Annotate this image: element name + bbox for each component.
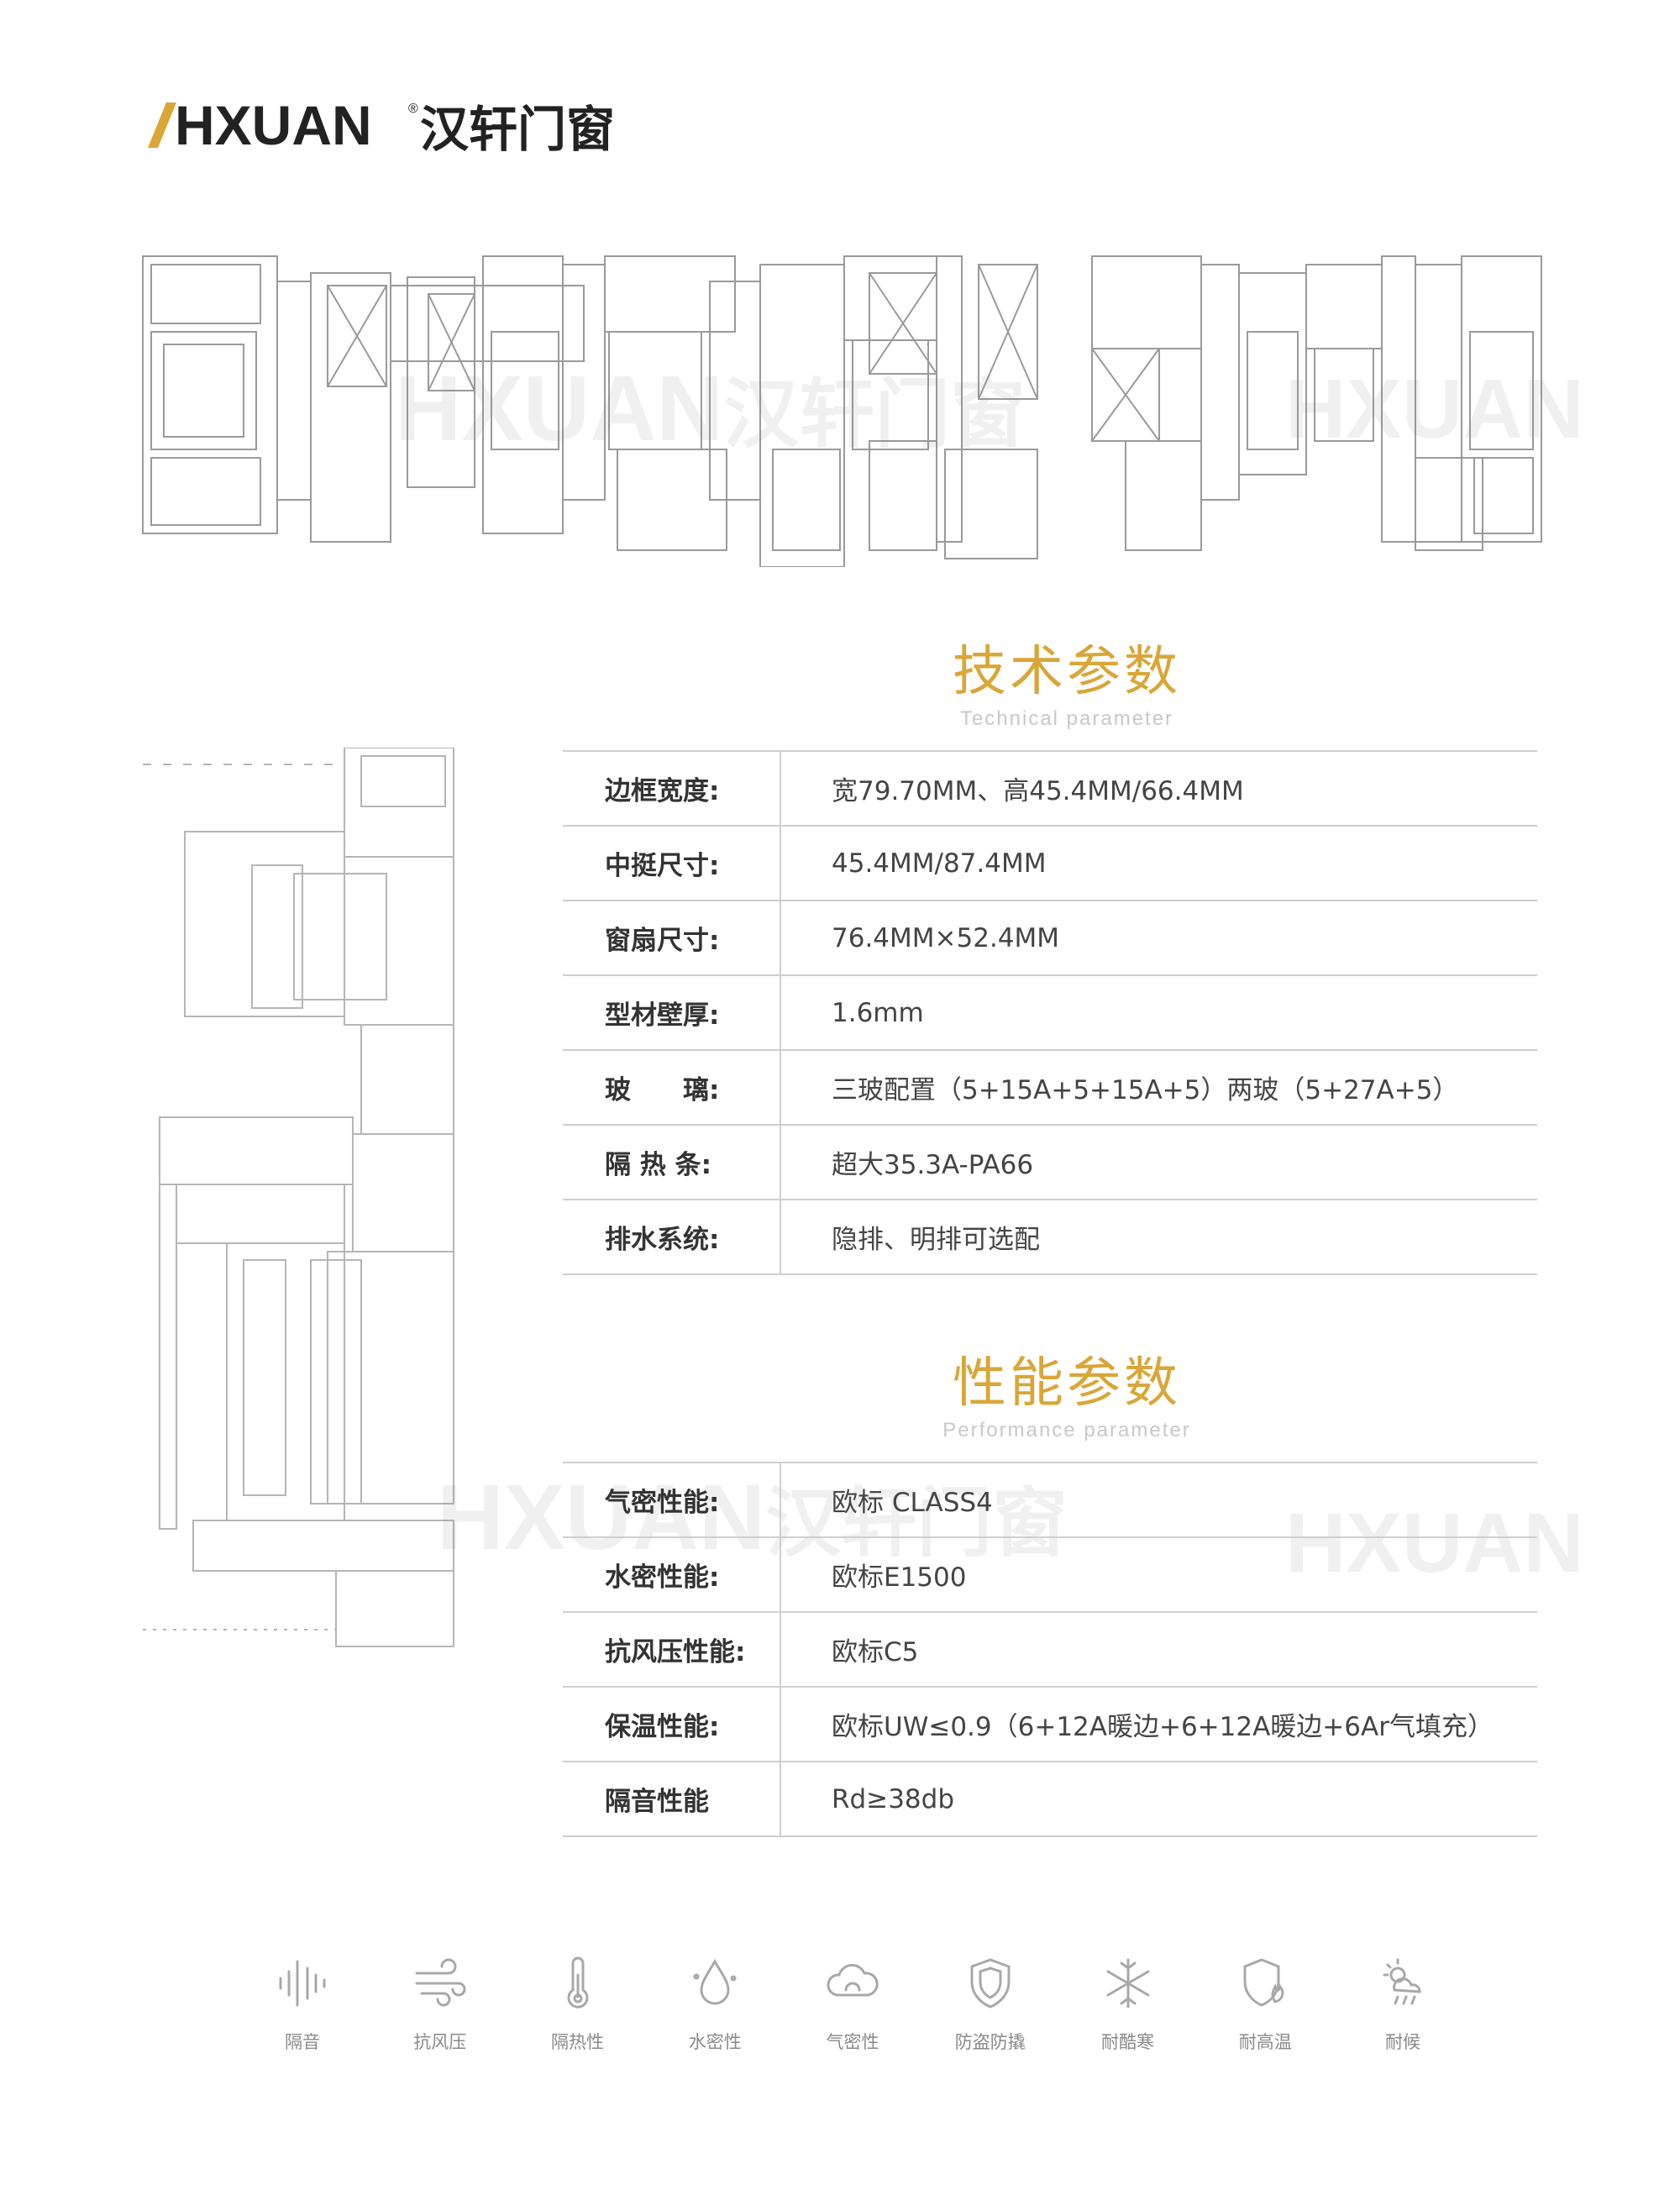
- row-value: 1.6mm: [832, 997, 924, 1028]
- row-label: 隔 热 条:: [563, 1126, 781, 1199]
- row-value: 隐排、明排可选配: [832, 1225, 1040, 1255]
- registered-mark: ®: [408, 102, 418, 116]
- row-value: 三玻配置（5+15A+5+15A+5）两玻（5+27A+5）: [832, 1075, 1459, 1105]
- row-label: 中挺尺寸:: [563, 827, 781, 900]
- row-value: 欧标E1500: [832, 1562, 967, 1593]
- row-label: 玻 璃:: [563, 1051, 781, 1124]
- feature-label: 隔音: [285, 2032, 320, 2052]
- feature-label: 抗风压: [413, 2032, 467, 2052]
- row-label: 隔音性能: [563, 1762, 781, 1835]
- row-label: 窗扇尺寸:: [563, 901, 781, 974]
- row-label: 型材壁厚:: [563, 976, 781, 1049]
- shield-icon: [970, 1958, 1011, 2009]
- wind-resistance-icon: [415, 1958, 466, 2007]
- table-row: 隔音性能 Rd≥38db: [563, 1762, 1537, 1837]
- row-value: 45.4MM/87.4MM: [832, 848, 1047, 879]
- feature-item: 防盗防撬: [940, 1953, 1041, 2062]
- table-row: 中挺尺寸: 45.4MM/87.4MM: [563, 827, 1537, 901]
- sun-rain-icon: [1383, 1958, 1421, 2005]
- brand-logo: HXUAN ® 汉轩门窗: [143, 94, 680, 161]
- logo-mark: HXUAN ® 汉轩门窗: [148, 94, 615, 158]
- feature-item: 隔热性: [528, 1953, 628, 2062]
- row-value: 欧标 CLASS4: [832, 1488, 993, 1518]
- feature-label: 耐候: [1385, 2032, 1420, 2052]
- flame-shield-icon: [1243, 1958, 1284, 2007]
- sound-insulation-icon: [279, 1960, 326, 2007]
- technical-subtitle: Technical parameter: [959, 707, 1174, 730]
- profile-cross-section-drawing: [139, 248, 1550, 568]
- feature-item: 隔音: [252, 1953, 353, 2062]
- window-vertical-section-drawing: [143, 747, 470, 1655]
- row-value: 超大35.3A-PA66: [832, 1150, 1034, 1180]
- row-label: 保温性能:: [563, 1688, 781, 1761]
- table-row: 隔 热 条: 超大35.3A-PA66: [563, 1126, 1537, 1200]
- performance-table: 气密性能: 欧标 CLASS4 水密性能: 欧标E1500 抗风压性能: 欧标C5 保…: [563, 1462, 1537, 1837]
- table-row: 水密性能: 欧标E1500: [563, 1538, 1537, 1613]
- performance-section-title: 性能参数 Performance parameter: [773, 1357, 1361, 1442]
- technical-table: 边框宽度: 宽79.70MM、高45.4MM/66.4MM 中挺尺寸: 45.4MM…: [563, 750, 1537, 1275]
- feature-icons: 隔音 抗风压 隔热性 水密性 气密性 防盗防撬 耐酷寒: [252, 1953, 1453, 2062]
- table-row: 型材壁厚: 1.6mm: [563, 976, 1537, 1051]
- feature-label: 隔热性: [551, 2032, 604, 2052]
- row-label: 排水系统:: [563, 1200, 781, 1273]
- logo-text-cn: 汉轩门窗: [420, 101, 615, 158]
- snowflake-icon: [1106, 1958, 1149, 2009]
- performance-subtitle: Performance parameter: [942, 1419, 1191, 1441]
- feature-item: 水密性: [664, 1953, 765, 2062]
- row-value: 宽79.70MM、高45.4MM/66.4MM: [832, 776, 1244, 806]
- feature-label: 耐高温: [1238, 2032, 1292, 2052]
- water-drop-icon: [693, 1958, 737, 2005]
- row-value: 欧标UW≤0.9（6+12A暖边+6+12A暖边+6Ar气填充）: [832, 1712, 1494, 1742]
- table-row: 边框宽度: 宽79.70MM、高45.4MM/66.4MM: [563, 752, 1537, 827]
- cross-section-right: [1091, 255, 1542, 551]
- cloud-icon: [827, 1964, 879, 1997]
- row-value: 欧标C5: [832, 1637, 919, 1667]
- cross-section-left: [142, 255, 1038, 568]
- row-label: 气密性能:: [563, 1463, 781, 1536]
- table-row: 气密性能: 欧标 CLASS4: [563, 1463, 1537, 1538]
- row-value: 76.4MM×52.4MM: [832, 922, 1060, 953]
- technical-title: 技术参数: [953, 641, 1181, 703]
- logo-text-en: HXUAN: [175, 94, 372, 156]
- feature-label: 耐酷寒: [1101, 2032, 1154, 2052]
- thermometer-icon: [567, 1956, 588, 2009]
- feature-label: 气密性: [826, 2032, 879, 2052]
- row-label: 抗风压性能:: [563, 1613, 781, 1686]
- technical-section-title: 技术参数 Technical parameter: [773, 645, 1361, 731]
- feature-item: 气密性: [802, 1953, 903, 2062]
- table-row: 窗扇尺寸: 76.4MM×52.4MM: [563, 901, 1537, 976]
- row-label: 边框宽度:: [563, 752, 781, 825]
- table-row: 玻 璃: 三玻配置（5+15A+5+15A+5）两玻（5+27A+5）: [563, 1051, 1537, 1126]
- table-row: 保温性能: 欧标UW≤0.9（6+12A暖边+6+12A暖边+6Ar气填充）: [563, 1688, 1537, 1762]
- feature-item: 耐高温: [1215, 1953, 1315, 2062]
- feature-item: 耐候: [1352, 1953, 1453, 2062]
- feature-label: 水密性: [688, 2032, 742, 2052]
- table-row: 排水系统: 隐排、明排可选配: [563, 1200, 1537, 1275]
- feature-label: 防盗防撬: [954, 2032, 1026, 2052]
- row-label: 水密性能:: [563, 1538, 781, 1611]
- row-value: Rd≥38db: [832, 1783, 954, 1814]
- performance-title: 性能参数: [953, 1352, 1181, 1415]
- table-row: 抗风压性能: 欧标C5: [563, 1613, 1537, 1688]
- feature-item: 抗风压: [390, 1953, 491, 2062]
- feature-item: 耐酷寒: [1078, 1953, 1179, 2062]
